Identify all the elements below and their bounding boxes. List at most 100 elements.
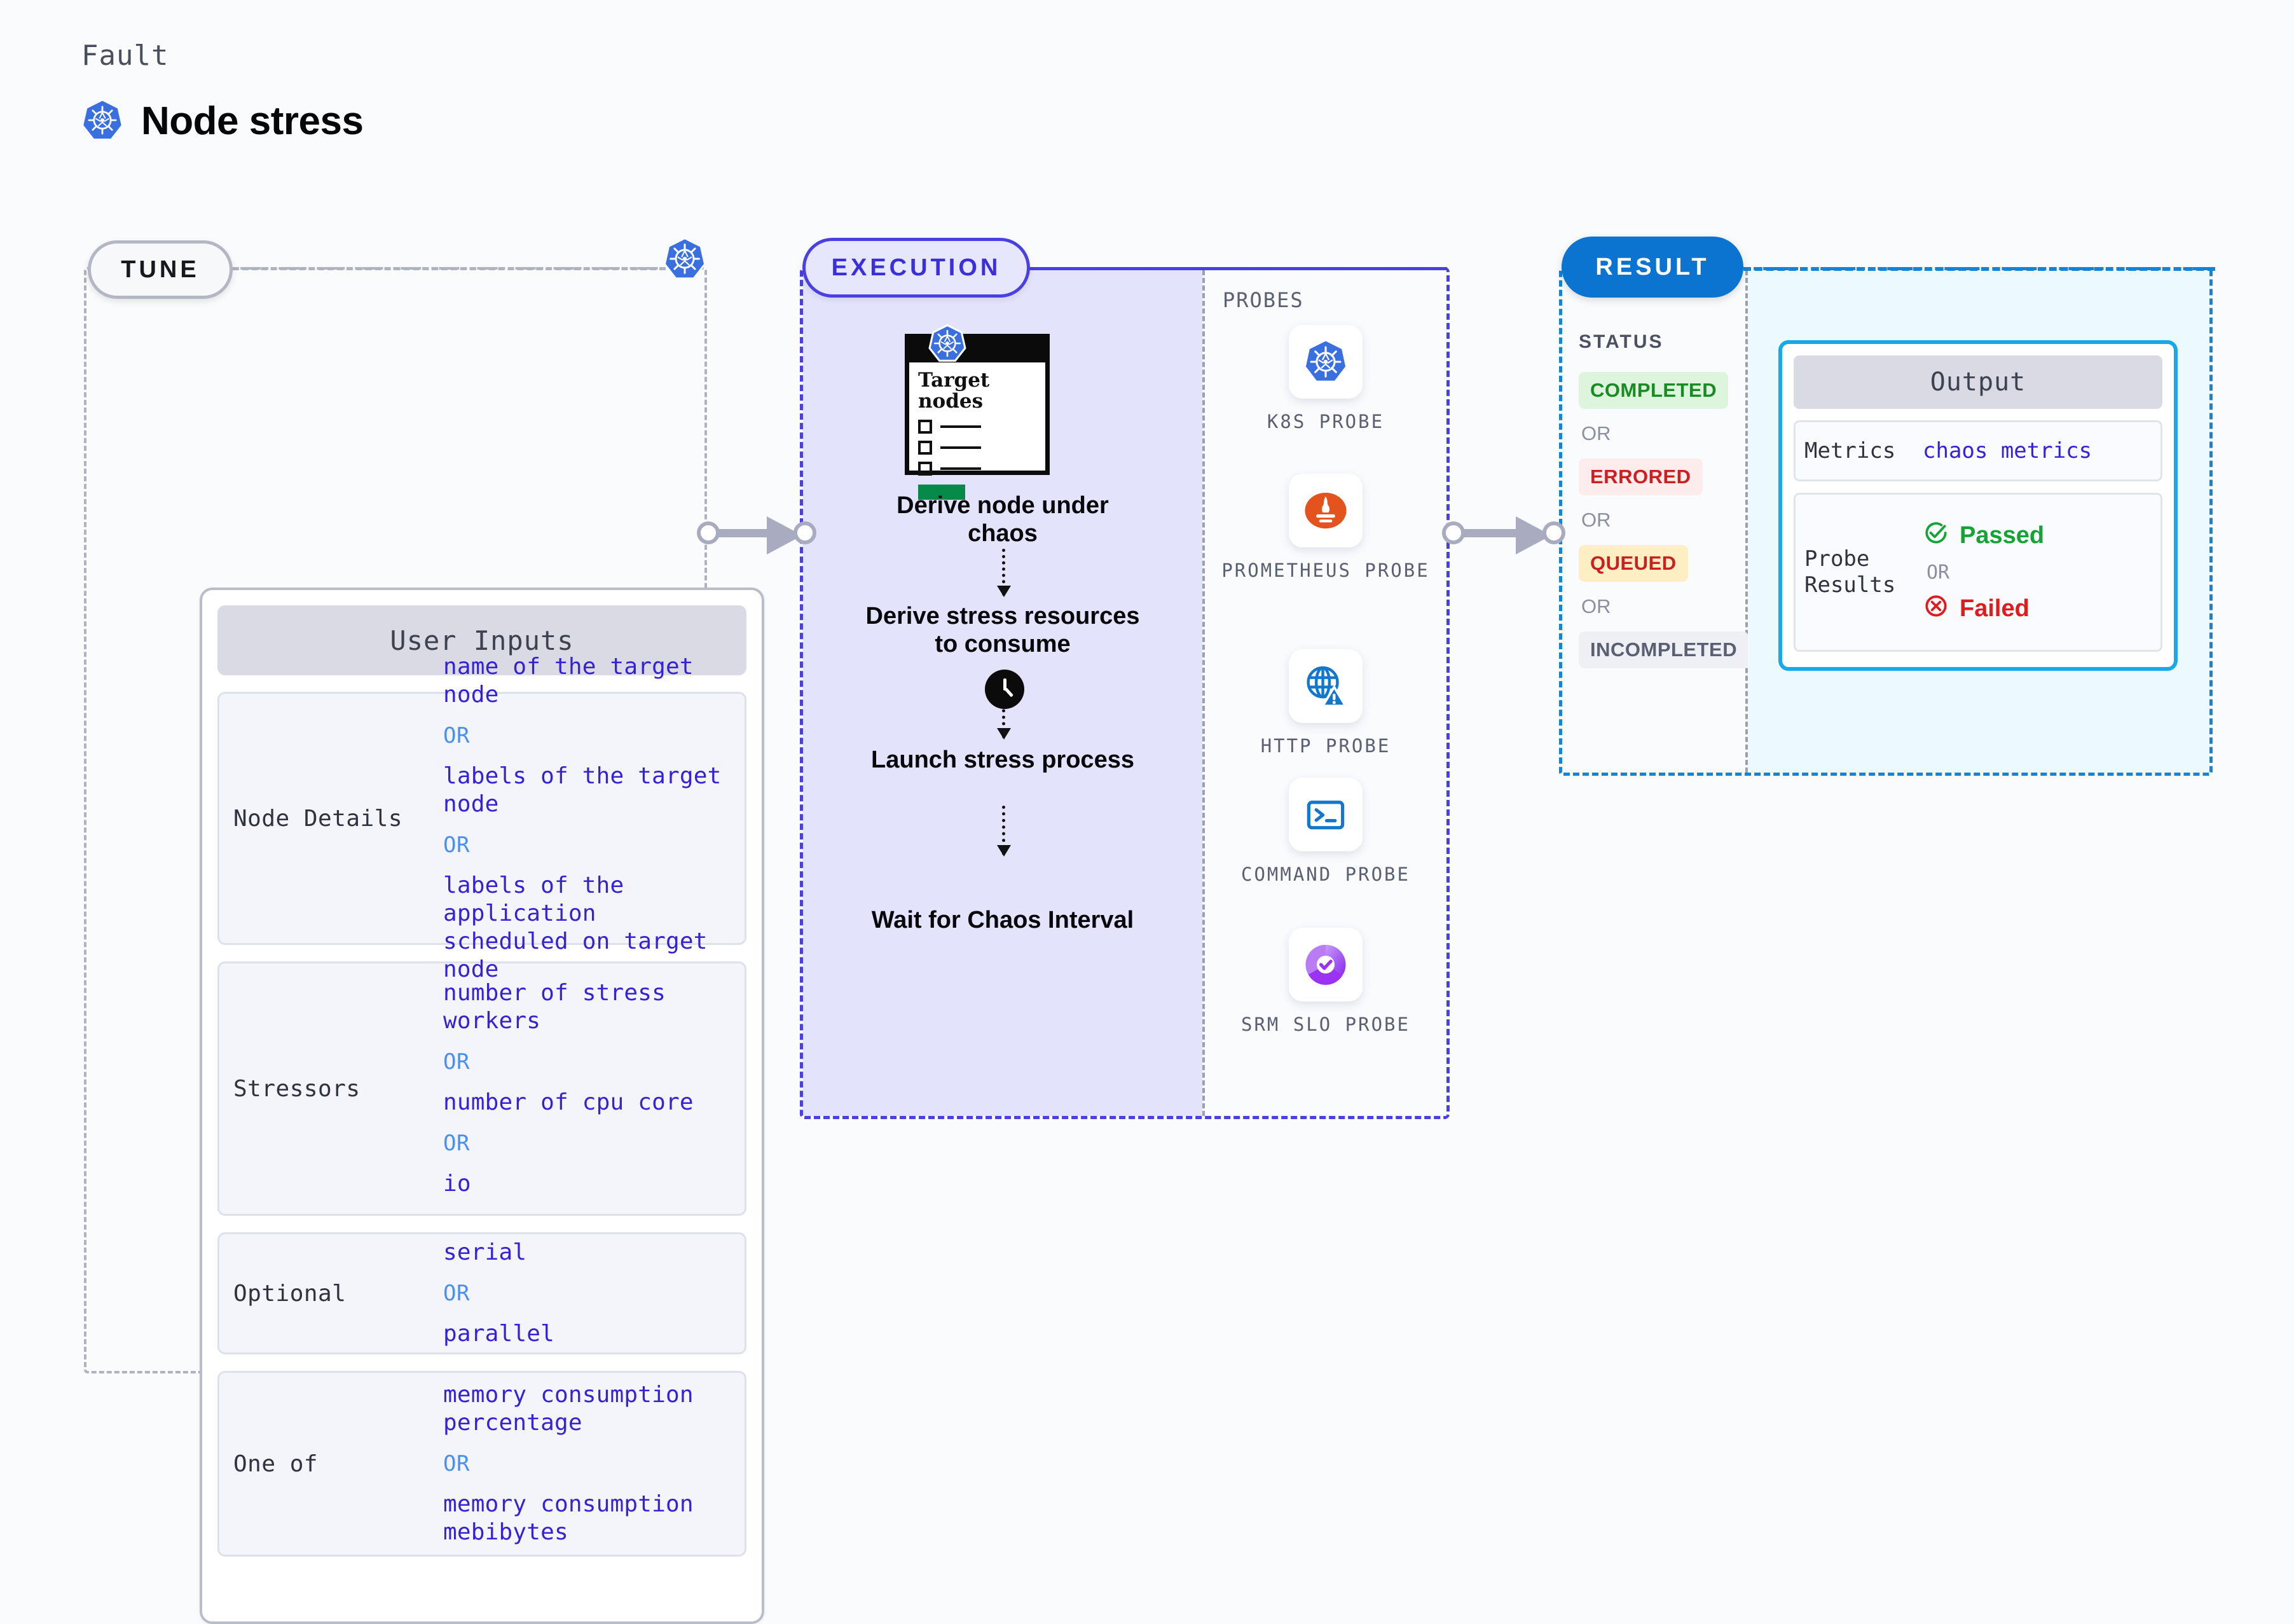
probe-results-label: Probe Results [1804,546,1896,598]
input-group-node-details: Node Details name of the target node OR … [217,654,746,982]
group-value: serial [443,1239,527,1266]
probe-label: HTTP PROBE [1260,735,1391,757]
flow-step-label: Launch stress process [871,747,1134,773]
group-separator: OR [443,1451,470,1476]
user-inputs-title: User Inputs [217,605,746,675]
group-values: serial OR parallel [443,1239,733,1348]
probe-result-passed: Passed [1923,520,2044,553]
status-badge-completed: COMPLETED [1579,372,1729,409]
checkbox-icon [918,419,932,434]
probe-item-command[interactable]: COMMAND PROBE [1205,778,1446,887]
output-card: Output Metrics chaos metrics Probe Resul… [1778,340,2178,671]
group-label: Optional [233,1280,347,1307]
execution-panel: Target nodes Derive nod [800,267,1450,1119]
group-value: labels of the target node [443,763,722,818]
group-separator: OR [443,832,470,858]
line-placeholder [940,467,981,470]
status-title: STATUS [1579,331,1664,352]
group-value: number of stress workers [443,980,666,1035]
status-column: STATUS COMPLETED OR ERRORED OR QUEUED OR… [1562,270,1749,773]
group-value: memory consumption percentage [443,1382,694,1436]
checkbox-row [918,440,1036,455]
probe-item-k8s[interactable]: K8S PROBE [1205,325,1446,434]
metrics-value: chaos metrics [1923,438,2092,464]
page-title: Node stress [141,99,364,143]
group-label: Node Details [233,805,403,832]
kubernetes-icon [663,237,707,284]
result-dashed-connector [1743,267,2215,271]
probes-title: PROBES [1223,288,1304,312]
user-inputs-card: User Inputs Node Details name of the tar… [200,588,764,1624]
flow-arrow [997,806,1011,857]
output-column: Output Metrics chaos metrics Probe Resul… [1748,270,2209,773]
status-separator: OR [1581,595,1611,617]
input-group-stressors: Stressors number of stress workers OR nu… [217,961,746,1216]
flow-step-label: Derive stress resources to consume [865,603,1140,658]
status-separator: OR [1581,509,1611,531]
status-badge-errored: ERRORED [1579,458,1703,495]
probe-result-failed: Failed [1923,593,2044,626]
status-list: COMPLETED OR ERRORED OR QUEUED OR INCOMP… [1579,372,1749,668]
target-nodes-heading: Target nodes [918,369,990,413]
execution-pill-label: EXECUTION [831,254,1001,281]
kubernetes-icon [1289,325,1363,399]
terminal-icon [1289,778,1363,851]
fault-title-row: Node stress [81,99,364,144]
tune-pill-label: TUNE [121,256,200,283]
srm-slo-icon [1289,928,1363,1001]
tune-dashed-connector [233,267,675,270]
flow-step-label: Derive node under chaos [896,492,1109,547]
group-value: name of the target node [443,654,694,708]
group-values: name of the target node OR labels of the… [443,653,733,983]
flow-arrow [997,690,1011,740]
execution-flow-column: Target nodes Derive nod [803,270,1202,1116]
group-separator: OR [443,1281,470,1306]
group-separator: OR [443,1130,470,1156]
target-nodes-card: Target nodes [905,334,1050,500]
fault-label: Fault [81,39,169,72]
probe-item-prometheus[interactable]: PROMETHEUS PROBE [1205,474,1446,583]
green-bar [918,484,965,500]
line-placeholder [940,425,981,428]
checkbox-icon [918,440,932,455]
output-row-probe-results: Probe Results Passed OR [1794,493,2162,652]
output-title: Output [1794,355,2162,409]
probe-results-values: Passed OR Failed [1923,520,2044,626]
kubernetes-icon [928,324,967,366]
probe-label: SRM SLO PROBE [1241,1014,1410,1035]
group-value: labels of the application scheduled on t… [443,872,708,982]
stage-pill-execution[interactable]: EXECUTION [802,238,1030,298]
group-value: parallel [443,1321,554,1347]
probe-result-separator: OR [1927,561,1950,584]
probe-item-http[interactable]: HTTP PROBE [1205,649,1446,759]
passed-label: Passed [1960,522,2045,549]
probe-label: COMMAND PROBE [1241,864,1410,885]
status-badge-incompleted: INCOMPLETED [1579,631,1749,668]
group-values: memory consumption percentage OR memory … [443,1381,733,1546]
group-value: io [443,1170,471,1197]
probe-item-srm-slo[interactable]: SRM SLO PROBE [1205,928,1446,1037]
probe-label: PROMETHEUS PROBE [1221,560,1430,581]
stage-pill-tune[interactable]: TUNE [88,240,233,299]
group-value: memory consumption mebibytes [443,1491,694,1545]
failed-label: Failed [1960,595,2030,622]
globe-warning-icon [1289,649,1363,723]
checkbox-row [918,461,1036,476]
checkbox-icon [918,461,932,476]
card-body: Target nodes [909,362,1045,500]
input-group-optional: Optional serial OR parallel [217,1232,746,1354]
stage-pill-result[interactable]: RESULT [1562,237,1743,298]
group-separator: OR [443,1049,470,1075]
group-label: Stressors [233,1075,361,1102]
status-separator: OR [1581,422,1611,444]
group-value: number of cpu core [443,1089,694,1115]
prometheus-icon [1289,474,1363,547]
line-placeholder [940,446,981,449]
flow-arrow [997,549,1011,597]
probes-column: PROBES K8S PROBE [1202,270,1446,1116]
metrics-label: Metrics [1804,437,1896,464]
x-circle-icon [1923,593,1949,626]
execution-dashed-connector [1030,267,1447,270]
kubernetes-icon [81,99,123,144]
flow-step-label: Wait for Chaos Interval [871,907,1134,933]
